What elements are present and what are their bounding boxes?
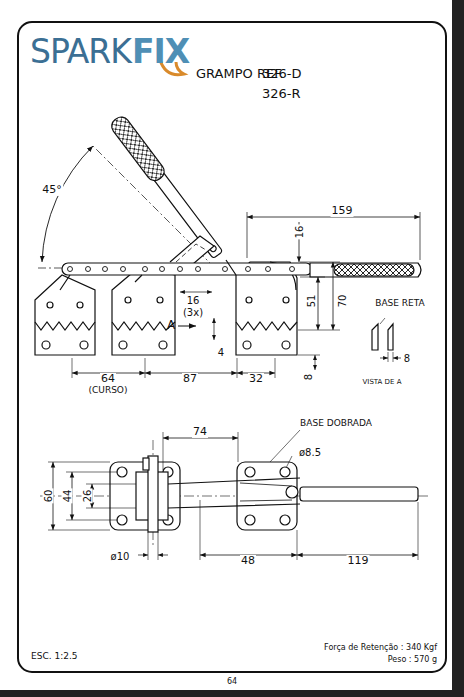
dimension: 74	[192, 426, 208, 438]
dimension: ø10	[110, 551, 131, 562]
scan-edge	[0, 690, 464, 697]
dimension: 16	[294, 225, 305, 240]
dimension: 26	[82, 489, 93, 504]
note: BASE RETA	[374, 299, 426, 309]
dimension: 159	[331, 205, 354, 217]
dimension-note: (CURSO)	[88, 386, 129, 396]
dimension: 44	[62, 489, 73, 504]
dimension: 64	[100, 373, 116, 385]
dimension: 51	[306, 294, 317, 309]
page-number: 64	[226, 678, 238, 687]
dimension: 16	[186, 295, 201, 306]
note: VISTA DE A	[362, 379, 403, 387]
top-view	[40, 430, 430, 560]
scale-note: ESC. 1:2.5	[30, 652, 78, 662]
spec-note: Força de Retenção : 340 Kgf	[323, 644, 438, 653]
dimension: 8	[303, 373, 314, 381]
dimension: ø8.5	[298, 447, 322, 458]
spec-note: Peso : 570 g	[387, 656, 438, 665]
dimension: 60	[43, 489, 54, 504]
dimension: 70	[337, 294, 348, 309]
dimension: 48	[240, 555, 256, 567]
dimension-note: (3x)	[182, 307, 204, 318]
scan-edge	[452, 0, 464, 697]
logo-text: SPARK	[30, 34, 131, 70]
dimension: 32	[248, 373, 264, 385]
page-border	[18, 22, 446, 672]
angle-dimension: 45°	[41, 184, 63, 196]
dimension: 8	[403, 353, 411, 364]
logo-text: FIX	[132, 34, 189, 70]
view-marker: A	[167, 319, 175, 332]
reference-code: 326-D	[262, 67, 302, 81]
note: BASE DOBRADA	[299, 419, 373, 429]
dimension: 119	[347, 555, 370, 567]
dimension: 87	[182, 373, 198, 385]
reference-code: 326-R	[262, 87, 301, 101]
side-view	[35, 114, 421, 378]
dimension: 4	[217, 347, 225, 358]
